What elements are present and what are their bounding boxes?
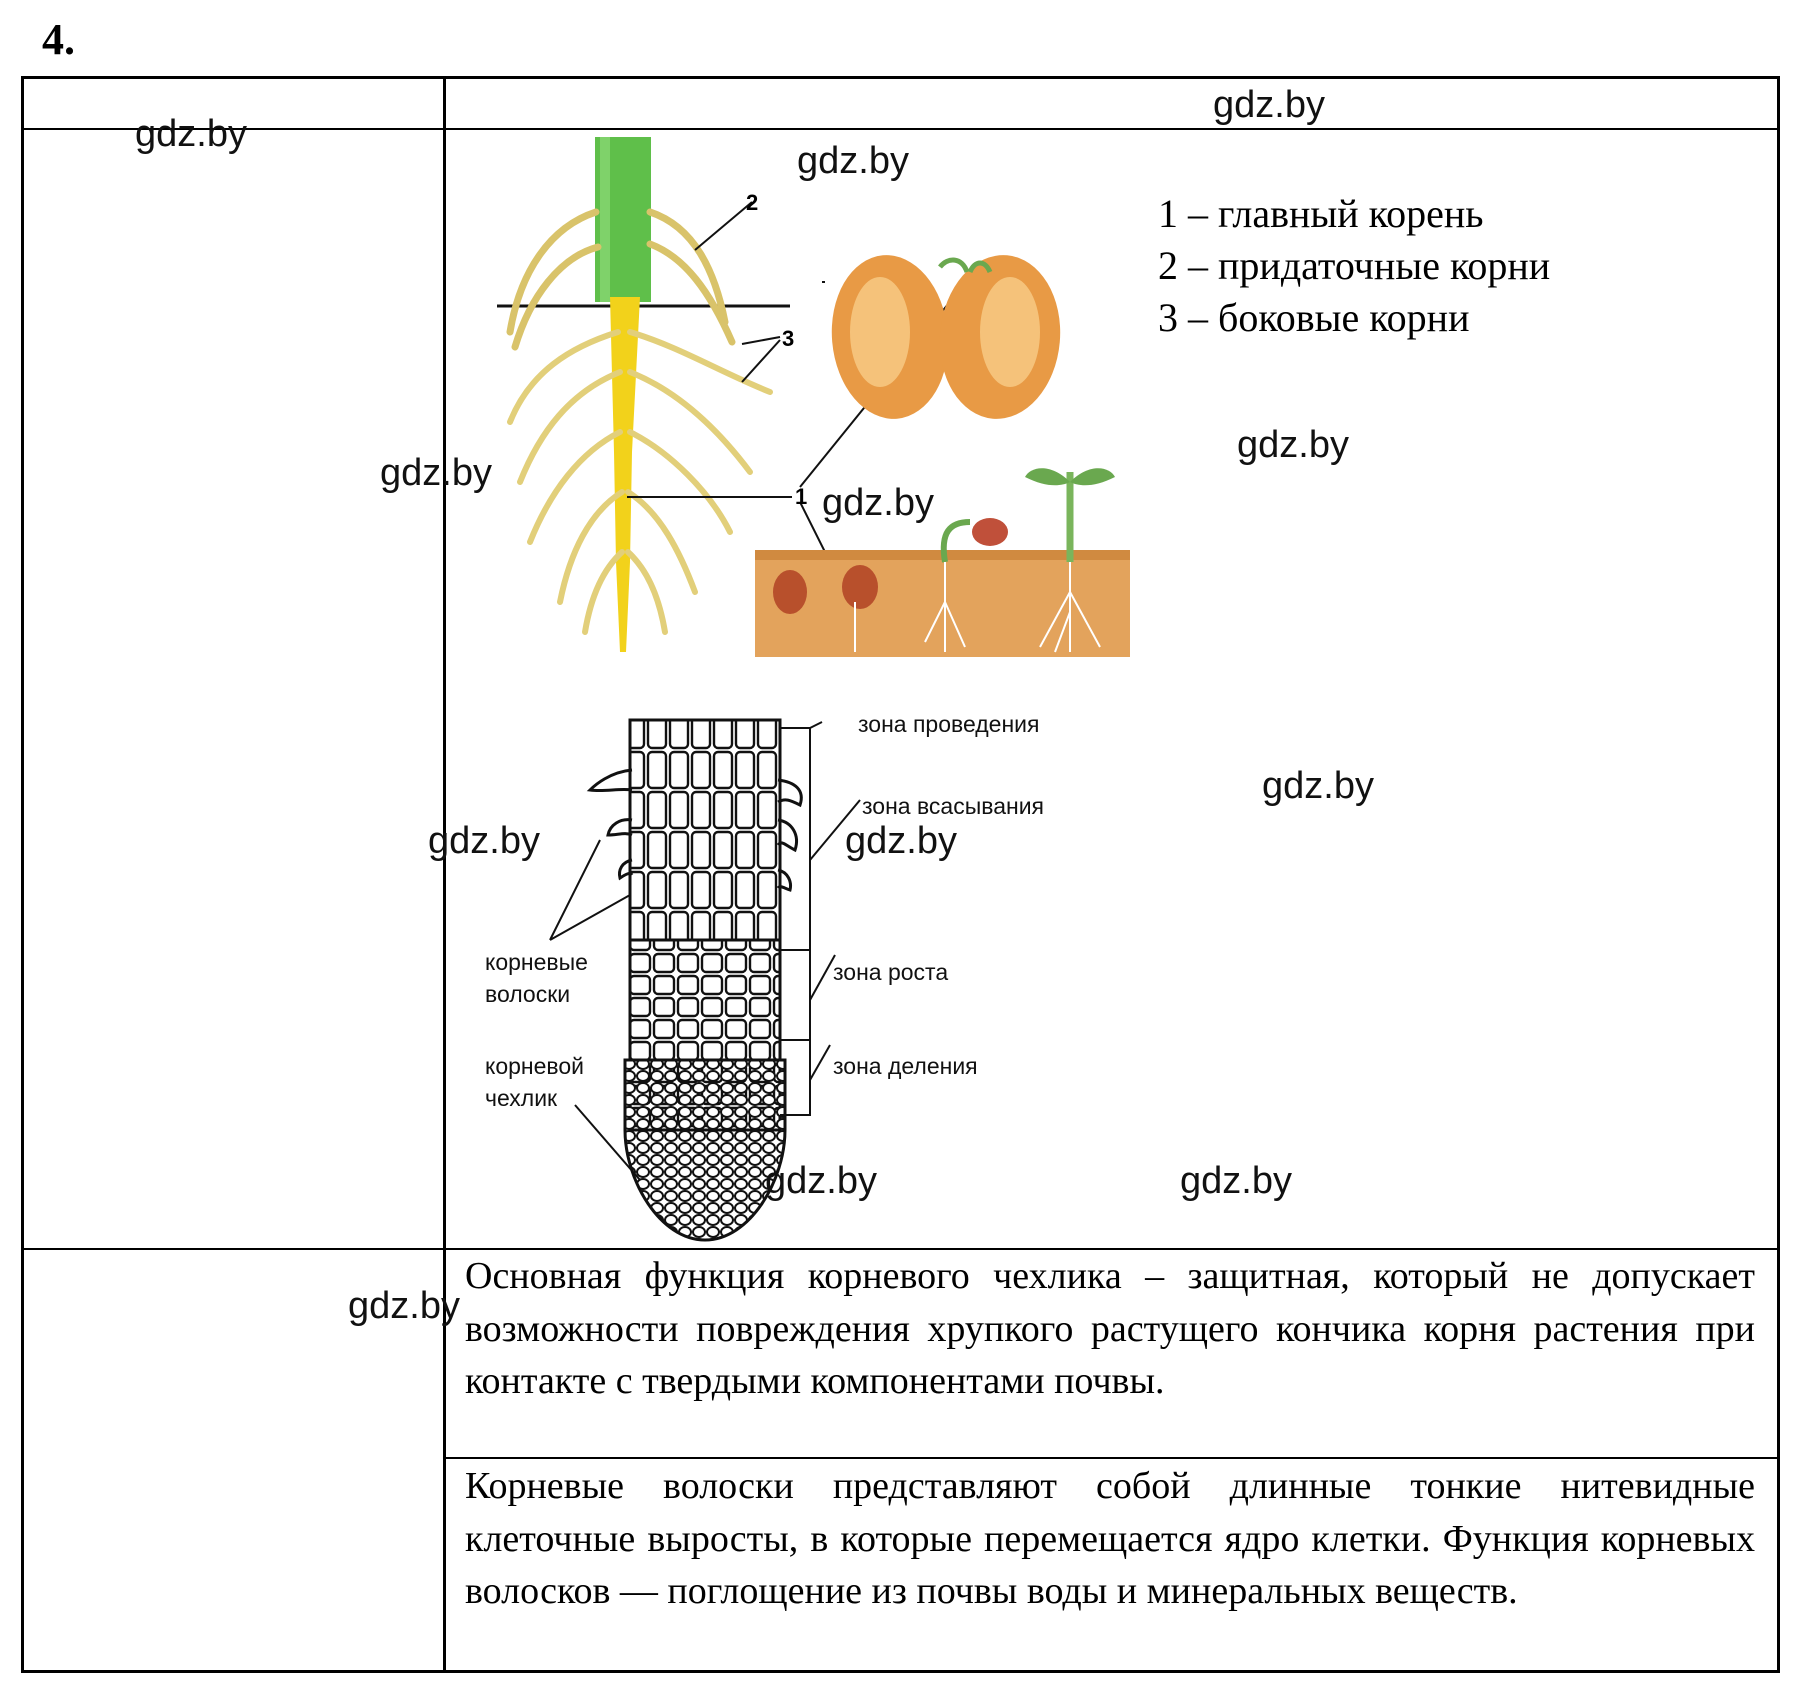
watermark: gdz.by	[1213, 84, 1325, 126]
label-root-cap-line1: корневой	[485, 1053, 584, 1079]
legend-item-2: 2 – придаточные корни	[1158, 243, 1551, 288]
watermark: gdz.by	[1180, 1160, 1292, 1202]
label-root-cap: корневой чехлик	[485, 1050, 584, 1114]
root-tip-figure	[586, 718, 803, 1242]
legend-item-1: 1 – главный корень	[1158, 191, 1484, 236]
legend-item-3: 3 – боковые корни	[1158, 295, 1470, 340]
task-number: 4.	[42, 15, 75, 64]
legend: 1 – главный корень 2 – придаточные корни…	[1158, 188, 1550, 344]
label-zone-growth: зона роста	[833, 959, 949, 985]
table-border-right	[1777, 76, 1780, 1673]
watermark: gdz.by	[1262, 765, 1374, 807]
label-zone-division: зона деления	[833, 1053, 978, 1079]
watermark: gdz.by	[797, 140, 909, 182]
answer-root-cap: Основная функция корневого чехлика – защ…	[465, 1255, 1755, 1402]
table-border-left	[21, 76, 24, 1673]
root-system-figure: 2 3 1	[497, 137, 1130, 657]
zone-brackets	[549, 721, 861, 1181]
table-row-divider-2	[21, 1248, 1780, 1250]
table-border-top	[21, 76, 1780, 79]
table-row-divider-1	[21, 128, 1780, 130]
watermark: gdz.by	[380, 452, 492, 494]
label-zone-absorption: зона всасывания	[862, 793, 1045, 819]
watermark: gdz.by	[822, 482, 934, 524]
label-3: 3	[782, 326, 794, 351]
table-border-bottom	[21, 1670, 1780, 1673]
watermark: gdz.by	[765, 1160, 877, 1202]
watermark: gdz.by	[428, 820, 540, 862]
watermark: gdz.by	[845, 820, 957, 862]
label-root-hairs: корневые волоски	[485, 946, 588, 1010]
label-root-hairs-line1: корневые	[485, 949, 588, 975]
label-root-hairs-line2: волоски	[485, 981, 571, 1007]
table-row-divider-3	[443, 1457, 1780, 1459]
label-zone-conduction: зона проведения	[858, 711, 1040, 737]
label-2: 2	[746, 190, 758, 215]
watermark: gdz.by	[348, 1285, 460, 1327]
label-1: 1	[795, 484, 807, 509]
watermark: gdz.by	[135, 113, 247, 155]
answer-root-hairs: Корневые волоски представляют собой длин…	[465, 1465, 1755, 1612]
table-column-divider	[443, 76, 446, 1673]
watermark: gdz.by	[1237, 424, 1349, 466]
label-root-cap-line2: чехлик	[485, 1085, 558, 1111]
